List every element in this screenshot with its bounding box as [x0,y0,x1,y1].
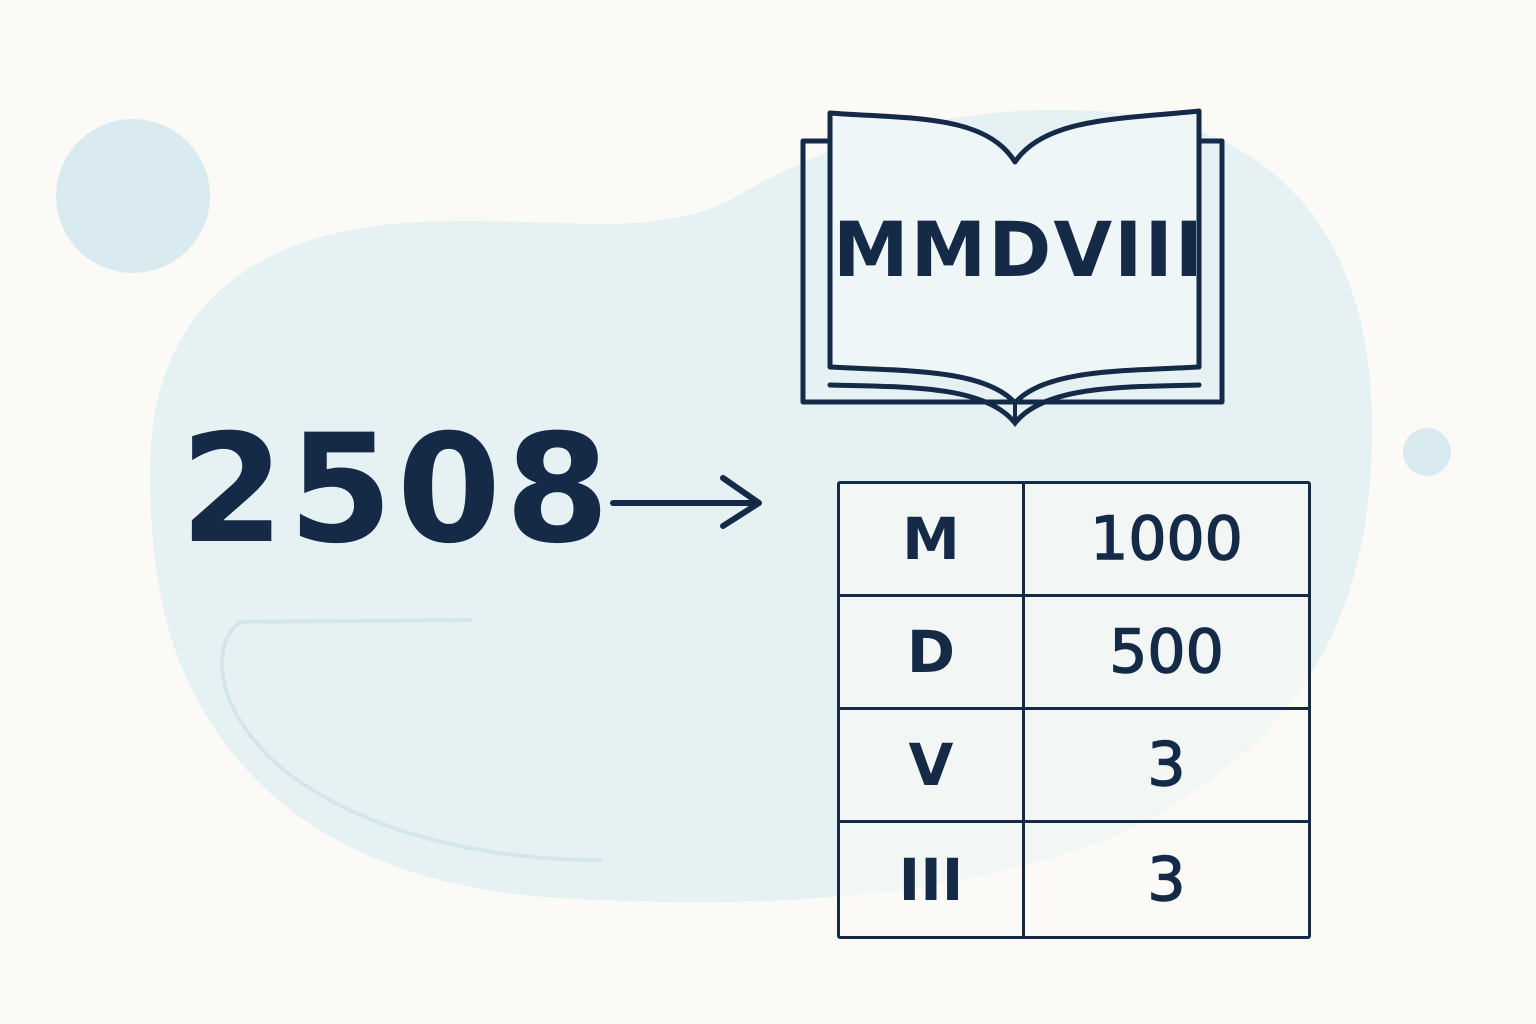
table-cell-value: 3 [1025,710,1308,823]
arrow-right-icon [610,475,762,529]
decorative-circle-large [56,119,210,273]
decorative-circle-small [1403,428,1451,476]
table-cell-symbol: V [840,710,1025,823]
numeral-value-table: M 1000 D 500 V 3 III 3 [837,481,1311,939]
arabic-number: 2508 [180,403,614,577]
table-cell-symbol: D [840,597,1025,710]
table-cell-value: 3 [1147,844,1187,916]
blob-highlight-curve [219,618,602,862]
table-cell-value: 500 [1025,597,1308,710]
open-book-icon [800,108,1225,428]
roman-numeral-label: MMDVIII [833,205,1205,294]
table-cell-symbol: M [840,484,1025,597]
table-cell-symbol: III [840,823,1025,936]
table-cell-value: 1000 [1025,484,1308,597]
